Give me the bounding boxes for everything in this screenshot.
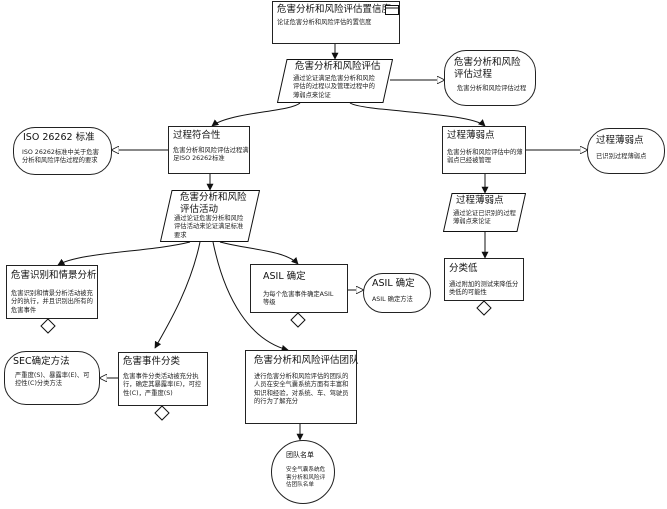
goal-asil-title: ASIL 确定 [263, 271, 306, 282]
strategy-weak-point[interactable]: 过程薄弱点 通过论证已识别的过程薄弱点来论证 [443, 193, 526, 232]
goal-root-body: 论证危害分析和风险评估的置信度 [277, 19, 372, 26]
goal-team-body: 进行危害分析和风险评估的团队的人员在安全气囊系统方面有丰富和知识和经验，对系统、… [254, 373, 349, 406]
context-sec[interactable]: SEC确定方法 严重度(S)、暴露率(E)、可控性(C)分类方法 [4, 351, 100, 405]
strategy-main-title: 危害分析和风险评估 [295, 61, 381, 72]
document-icon [385, 5, 399, 15]
goal-classification-title: 分类低 [449, 263, 478, 274]
goal-process-conformance[interactable]: 过程符合性 危害分析和风险评估过程满足ISO 26262标准 [168, 126, 250, 174]
goal-event-classification[interactable]: 危害事件分类 危害事件分类活动被充分执行，确定其暴露率(E)，可控性(C)，严重… [118, 352, 208, 406]
strategy-main[interactable]: 危害分析和风险评估 通过论证满足危害分析和风险评估的过程以及管理过程中的薄弱点来… [277, 59, 393, 103]
context-hara-process-body: 危害分析和风险评估过程 [457, 85, 527, 92]
context-weak-point-title: 过程薄弱点 [596, 135, 644, 146]
goal-weak-point-body: 危害分析和风险评估中的薄弱点已经被管理 [447, 149, 523, 165]
context-weak-point[interactable]: 过程薄弱点 已识别过程薄弱点 [587, 128, 665, 174]
goal-weak-point[interactable]: 过程薄弱点 危害分析和风险评估中的薄弱点已经被管理 [442, 126, 526, 174]
undeveloped-diamond [40, 318, 56, 334]
context-hara-process[interactable]: 危害分析和风险评估过程 危害分析和风险评估过程 [444, 50, 536, 106]
goal-team[interactable]: 危害分析和风险评估团队 进行危害分析和风险评估的团队的人员在安全气囊系统方面有丰… [245, 350, 359, 424]
strategy-main-body: 通过论证满足危害分析和风险评估的过程以及管理过程中的薄弱点来论证 [293, 75, 375, 99]
goal-hazard-id-body: 危害识别和情景分析活动被充分的执行，并且识别出所有的危害事件 [11, 290, 93, 314]
strategy-activities-title: 危害分析和风险评估活动 [180, 192, 247, 215]
context-asil-title: ASIL 确定 [372, 278, 415, 289]
goal-root[interactable]: 危害分析和风险评估置信度 论证危害分析和风险评估的置信度 [272, 1, 400, 44]
context-iso-26262[interactable]: ISO 26262 标准 ISO 26262标准中关于危害分析和风险评估过程的要… [13, 127, 112, 175]
strategy-weak-point-body: 通过论证已识别的过程薄弱点来论证 [453, 210, 516, 226]
strategy-weak-point-title: 过程薄弱点 [456, 195, 504, 206]
context-iso-title: ISO 26262 标准 [23, 132, 95, 143]
solution-team-list-title: 团队名单 [286, 451, 314, 459]
goal-conformance-body: 危害分析和风险评估过程满足ISO 26262标准 [173, 147, 249, 163]
context-weak-point-body: 已识别过程薄弱点 [596, 153, 647, 160]
strategy-activities[interactable]: 危害分析和风险评估活动 通过论证危害分析和风险评估活动来论证满足标准要求 [160, 190, 260, 242]
goal-event-class-body: 危害事件分类活动被充分执行，确定其暴露率(E)，可控性(C)，严重度(S) [123, 373, 202, 397]
goal-asil[interactable]: ASIL 确定 为每个危害事件确定ASIL等级 [250, 264, 348, 313]
undeveloped-diamond [290, 312, 306, 328]
goal-root-title: 危害分析和风险评估置信度 [277, 4, 392, 15]
undeveloped-diamond [154, 405, 170, 421]
goal-asil-body: 为每个危害事件确定ASIL等级 [263, 291, 334, 307]
goal-hazard-identification[interactable]: 危害识别和情景分析 危害识别和情景分析活动被充分的执行，并且识别出所有的危害事件 [6, 265, 98, 319]
undeveloped-diamond [476, 300, 492, 316]
strategy-activities-body: 通过论证危害分析和风险评估活动来论证满足标准要求 [174, 215, 244, 239]
goal-classification[interactable]: 分类低 通过附加的测试来降低分类低的可能性 [444, 258, 524, 301]
goal-classification-body: 通过附加的测试来降低分类低的可能性 [449, 281, 519, 297]
solution-team-list[interactable]: 团队名单 安全气囊系统危害分析和风险评估团队名单 [271, 440, 335, 504]
context-iso-body: ISO 26262标准中关于危害分析和风险评估过程的要求 [22, 149, 99, 165]
context-sec-title: SEC确定方法 [13, 356, 70, 367]
context-hara-process-title: 危害分析和风险评估过程 [454, 57, 521, 80]
context-asil-body: ASIL 确定方法 [372, 296, 413, 303]
solution-team-list-body: 安全气囊系统危害分析和风险评估团队名单 [286, 467, 326, 489]
goal-team-title: 危害分析和风险评估团队 [254, 355, 359, 366]
goal-event-class-title: 危害事件分类 [123, 356, 181, 367]
goal-hazard-id-title: 危害识别和情景分析 [11, 270, 97, 281]
goal-weak-point-title: 过程薄弱点 [447, 130, 495, 141]
context-sec-body: 严重度(S)、暴露率(E)、可控性(C)分类方法 [15, 372, 90, 388]
goal-conformance-title: 过程符合性 [173, 130, 221, 141]
context-asil[interactable]: ASIL 确定 ASIL 确定方法 [363, 273, 431, 313]
